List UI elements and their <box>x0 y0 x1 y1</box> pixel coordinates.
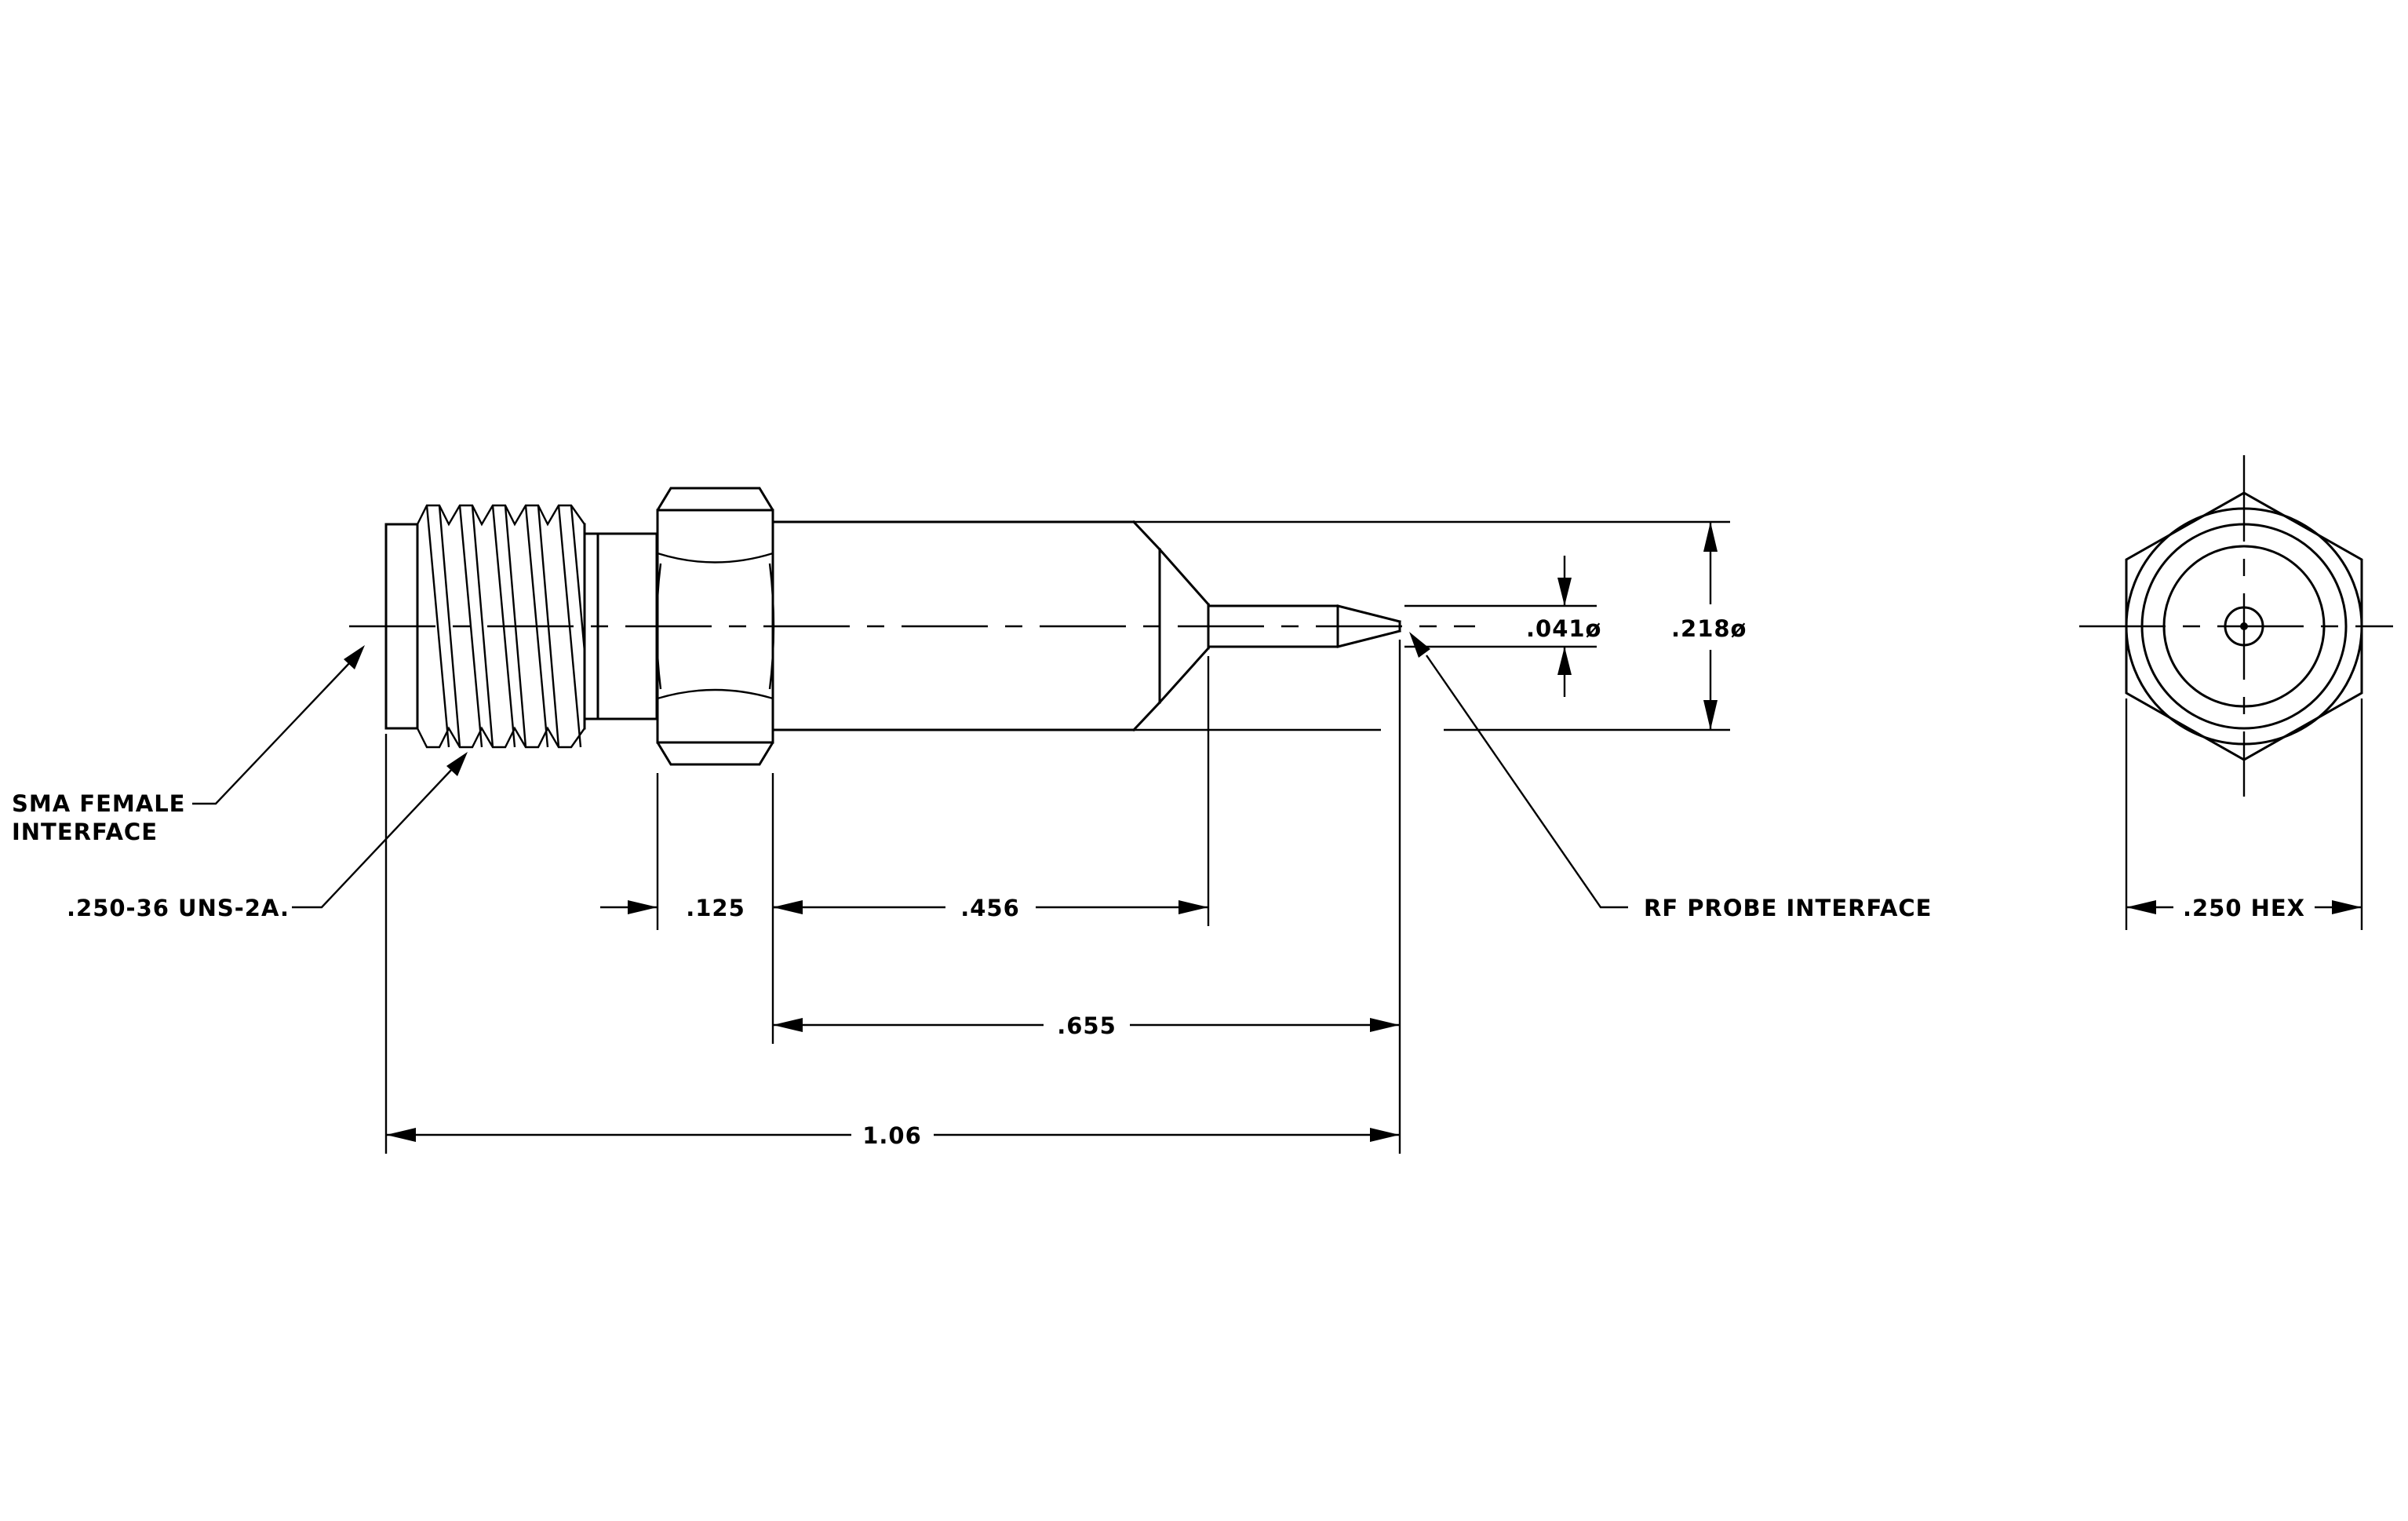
dim-probe-diameter-label: .041ø <box>1526 615 1601 642</box>
hex-nut-side <box>655 487 775 766</box>
outer-circle <box>2125 507 2363 746</box>
dimension-body-length: .456 <box>773 895 1208 921</box>
end-view <box>2079 455 2393 930</box>
hex-outline <box>2125 491 2363 761</box>
inner-circle-2 <box>2162 545 2326 708</box>
callout-sma-line1: SMA FEMALE <box>12 790 186 817</box>
dim-hex-length-label: .125 <box>686 895 745 921</box>
dim-body-to-tip-label: .655 <box>1057 1012 1117 1039</box>
dimension-hex-size: .250 HEX <box>2126 895 2362 921</box>
pin-center <box>2240 622 2248 630</box>
dim-overall-length-label: 1.06 <box>862 1122 922 1149</box>
callout-rf-probe-label: RF PROBE INTERFACE <box>1644 895 1933 921</box>
dimension-probe-diameter: .041ø <box>1526 556 1601 697</box>
inner-circle-1 <box>2140 523 2348 730</box>
dim-body-diameter-label: .218ø <box>1671 615 1747 642</box>
callout-thread-spec: .250-36 UNS-2A. <box>67 752 468 921</box>
dimension-body-to-tip: .655 <box>773 1012 1400 1039</box>
main-body <box>771 520 1211 732</box>
callout-sma-line2: INTERFACE <box>12 819 158 845</box>
dimension-body-diameter: .218ø <box>1671 522 1747 730</box>
threaded-section <box>416 504 599 749</box>
pin-circle <box>2224 606 2264 647</box>
probe-tip <box>1207 603 1401 650</box>
callout-sma-interface: SMA FEMALE INTERFACE <box>12 645 365 845</box>
dimension-overall-length: 1.06 <box>386 1122 1400 1149</box>
dimension-hex-length: .125 <box>600 895 792 921</box>
callout-thread-label: .250-36 UNS-2A. <box>67 895 290 921</box>
side-view <box>349 487 1730 1154</box>
dim-body-length-label: .456 <box>960 895 1020 921</box>
callout-rf-probe: RF PROBE INTERFACE <box>1409 632 1933 921</box>
dim-hex-size-label: .250 HEX <box>2183 895 2305 921</box>
